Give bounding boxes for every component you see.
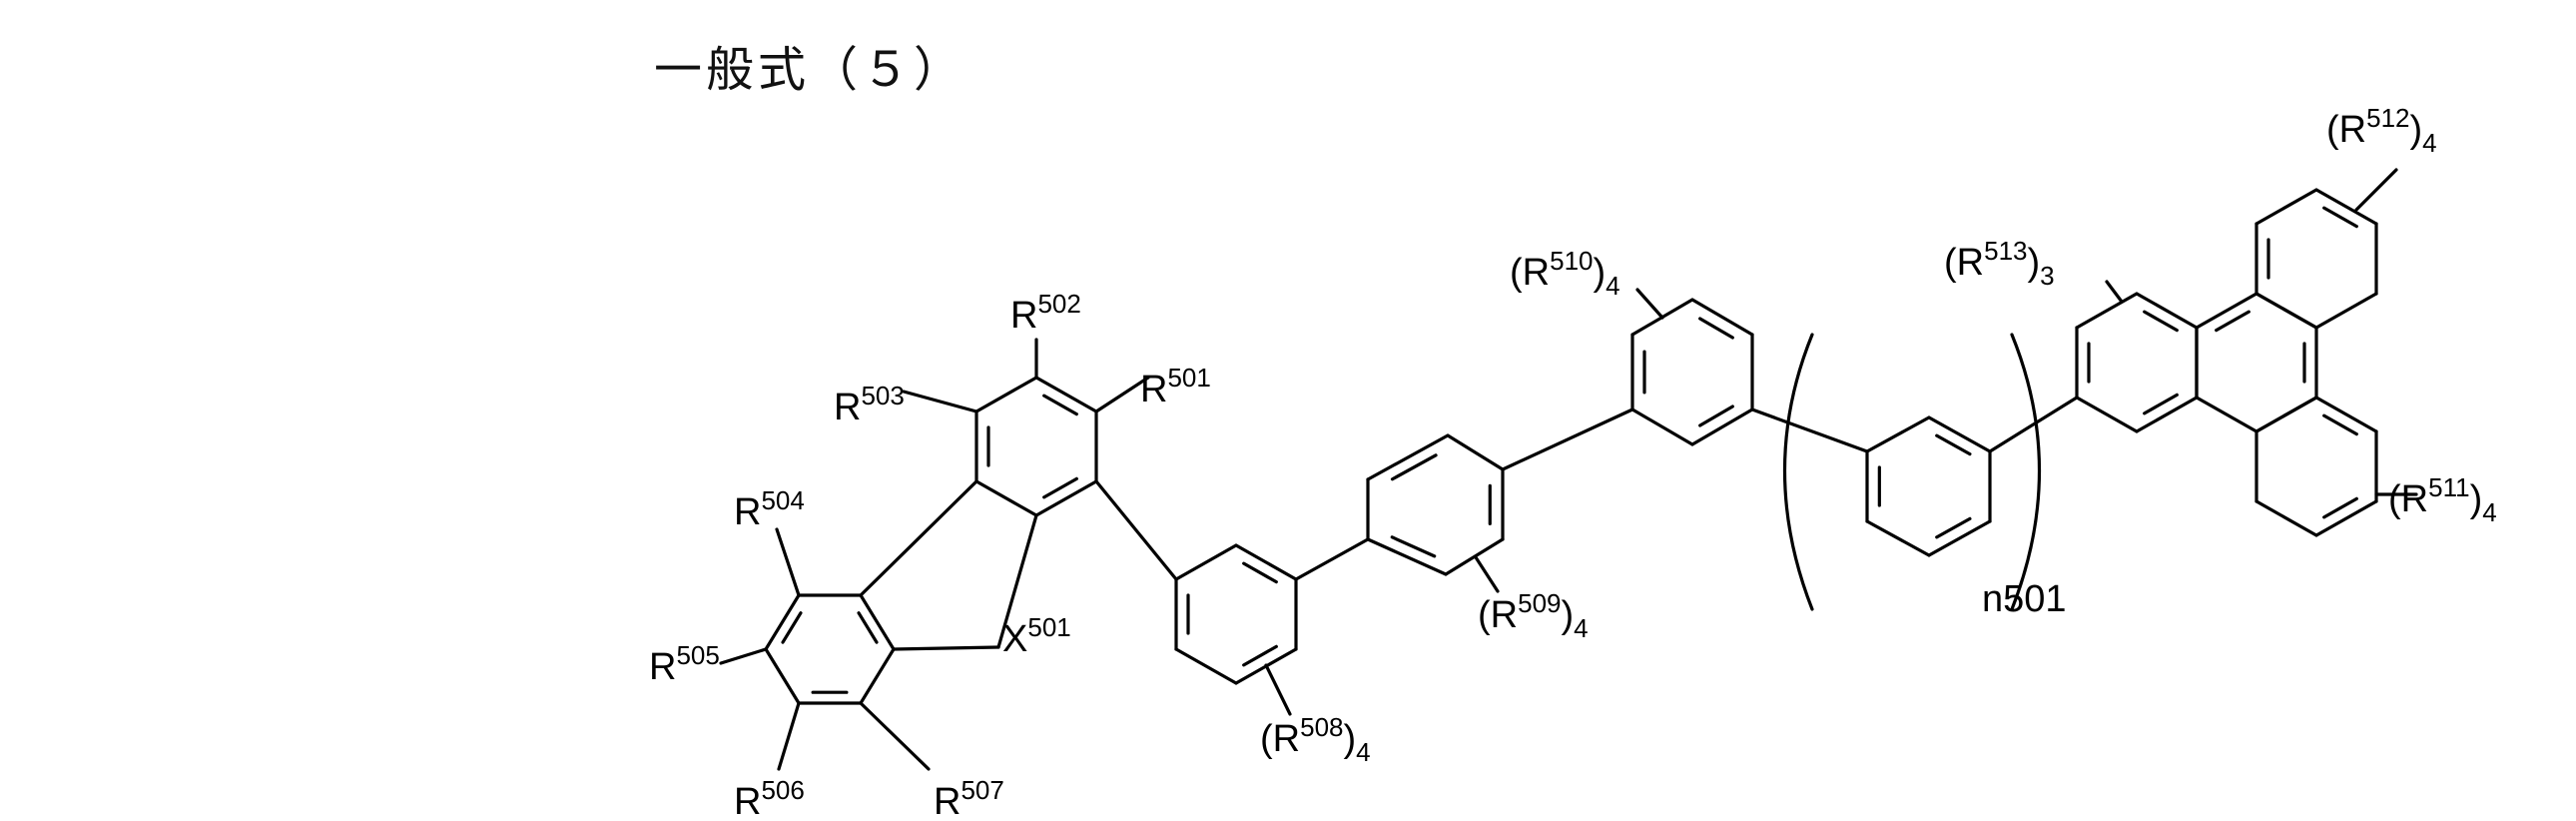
ring-h-bond [2077,398,2137,431]
label-r506: R506 [734,775,805,821]
bracket-right [2012,335,2040,609]
ring-k-bond [2256,398,2316,431]
ring-j-bond [2256,190,2316,224]
ring-f-bond [1692,300,1752,335]
five-ring-bond [861,481,976,595]
ring-f-bond [1692,410,1752,444]
ring-f-bond [1632,410,1692,444]
ring-c-bond [861,649,894,703]
bond-r506 [779,703,799,769]
bond-r512 [2356,170,2396,210]
ring-j-bond [2316,190,2376,224]
ring-e-double-bond [1393,455,1437,479]
bond-r505 [721,649,766,663]
ring-a-bond [976,378,1036,411]
ring-g-bond [1867,417,1929,451]
ring-i-bond [2197,398,2256,431]
ring-g-bond [1867,521,1929,555]
label-r509: (R509)4 [1478,588,1589,643]
label-r505: R505 [649,640,720,688]
ring-c-bond [766,649,799,703]
bracket-left [1785,335,1813,609]
ring-d-bond [1176,545,1236,579]
ring-j-bond [2316,294,2376,328]
ring-e-bond [1368,435,1448,479]
bond-a-d [1096,481,1176,579]
label-r510: (R510)4 [1510,246,1620,301]
ring-j-bond [2256,294,2316,328]
ring-a-bond [976,481,1036,515]
label-r503: R503 [834,381,905,428]
ring-d-bond [1236,545,1296,579]
ring-g-bond [1929,521,1990,555]
label-x501: X501 [1002,612,1071,660]
five-ring-bond [894,647,998,649]
label-r507: R507 [934,775,1004,821]
ring-h-bond [2077,294,2137,328]
ring-g-bond [1929,417,1990,451]
ring-k-bond [2316,501,2376,535]
ring-k-bond [2256,501,2316,535]
bond-f-g [1752,410,1867,451]
bond-e-f [1503,410,1632,469]
label-r512: (R512)4 [2326,103,2437,158]
ring-d-bond [1176,649,1236,683]
bond-r510 [1637,290,1662,318]
ring-i-bond [2197,294,2256,328]
ring-e-bond [1448,435,1503,469]
label-r501: R501 [1140,363,1211,410]
bond-r508 [1266,665,1290,714]
ring-k-bond [2316,398,2376,431]
label-n501: n501 [1982,578,2067,620]
label-r513: (R513)3 [1944,236,2055,291]
label-r511: (R511)4 [2388,472,2497,527]
label-r508: (R508)4 [1260,712,1371,767]
ring-a-bond [1036,481,1096,515]
bond-r509 [1476,557,1498,591]
bond-r513 [2107,282,2122,302]
bond-r507 [861,703,929,769]
bond-d-e [1296,539,1368,579]
ring-h-bond [2137,398,2197,431]
ring-a-bond [1036,378,1096,411]
bond-r504 [777,529,799,595]
label-r502: R502 [1010,289,1081,337]
ring-h-bond [2137,294,2197,328]
label-r504: R504 [734,485,805,533]
bond-r503 [904,392,976,411]
